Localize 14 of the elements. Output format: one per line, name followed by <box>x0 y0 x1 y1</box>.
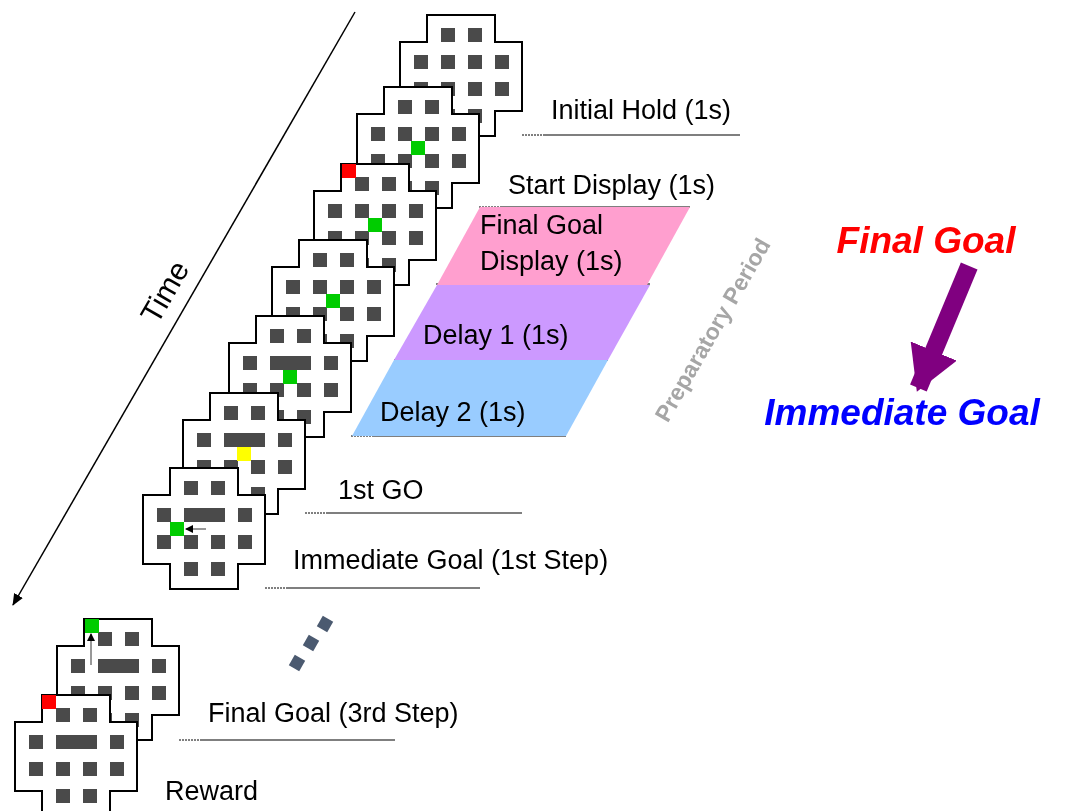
step-label: 1st GO <box>338 477 424 504</box>
step-label: Initial Hold (1s) <box>551 97 732 124</box>
phase-label: Delay 2 (1s) <box>380 396 527 429</box>
phase-parallelogram <box>352 360 608 436</box>
goal-heading: Immediate Goal <box>738 390 1066 434</box>
step-label: Reward <box>165 778 259 805</box>
phase-label: Final Goal Display (1s) <box>480 209 624 278</box>
block-arrow <box>910 262 978 392</box>
goal-heading: Final Goal <box>818 218 1034 262</box>
phase-parallelogram <box>437 207 690 285</box>
phase-parallelogram <box>394 285 650 360</box>
step-label: Immediate Goal (1st Step) <box>293 547 609 574</box>
step-label: Final Goal (3rd Step) <box>208 700 459 727</box>
phase-label: Delay 1 (1s) <box>423 319 570 352</box>
